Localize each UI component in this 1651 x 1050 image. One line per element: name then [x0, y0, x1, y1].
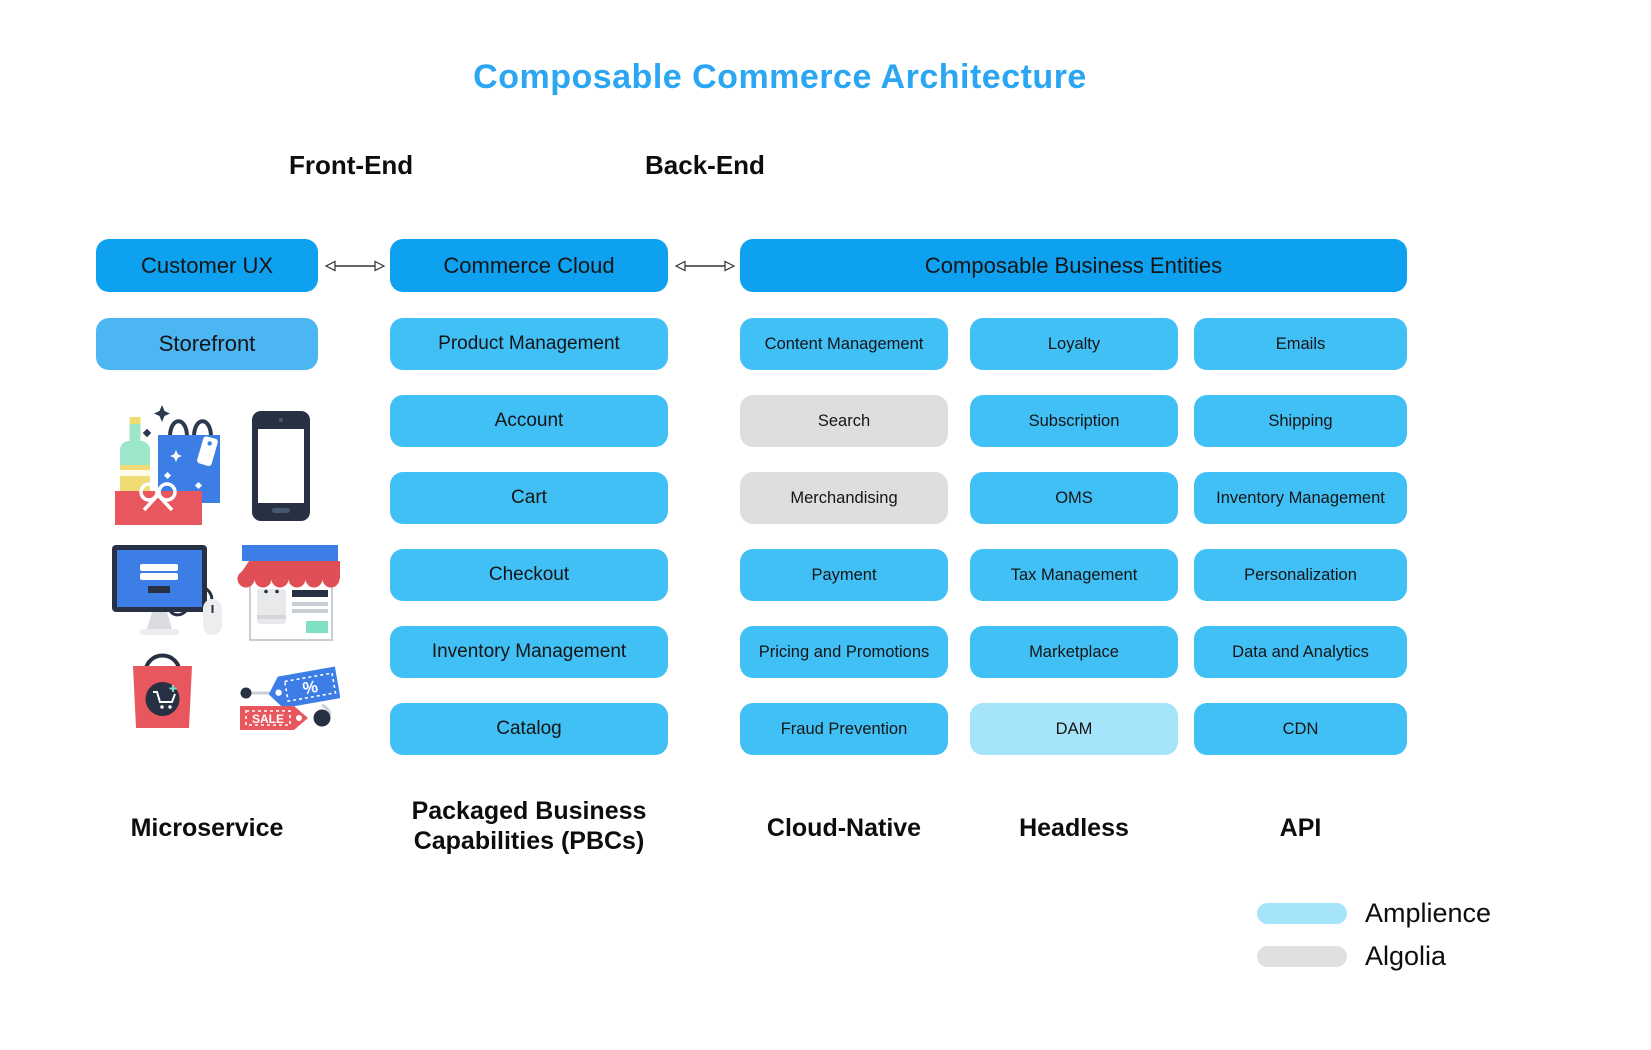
cloud-native-box-algolia: Merchandising: [740, 472, 948, 524]
api-label: API: [1279, 814, 1322, 842]
cloud-native-box-algolia: Search: [740, 395, 948, 447]
pbc-box: Checkout: [390, 549, 668, 601]
pbc-box: Cart: [390, 472, 668, 524]
api-box: Inventory Management: [1194, 472, 1407, 524]
headless-box: Loyalty: [970, 318, 1178, 370]
sale-tag-text: SALE: [252, 712, 284, 726]
headless-box: OMS: [970, 472, 1178, 524]
legend-row-amplience: Amplience: [1257, 898, 1491, 929]
shopping-bag-icon: [133, 653, 192, 728]
legend-row-algolia: Algolia: [1257, 941, 1446, 972]
headless-label: Headless: [1019, 814, 1129, 842]
pbc-box: Inventory Management: [390, 626, 668, 678]
pbc-label-line2: Capabilities (PBCs): [413, 827, 645, 855]
back-end-label: Back-End: [645, 150, 765, 180]
pbc-box: Account: [390, 395, 668, 447]
headless-box: Tax Management: [970, 549, 1178, 601]
api-box: Emails: [1194, 318, 1407, 370]
desktop-monitor-icon: [112, 545, 222, 635]
bidirectional-arrow-icon: [671, 258, 739, 274]
smartphone-icon: [252, 411, 310, 521]
cloud-native-label: Cloud-Native: [766, 814, 922, 842]
composable-business-entities-box: Composable Business Entities: [740, 239, 1407, 292]
pbc-label: Packaged Business Capabilities (PBCs): [380, 796, 678, 856]
storefront-shop-icon: [237, 545, 340, 641]
headless-box: Marketplace: [970, 626, 1178, 678]
api-box: Data and Analytics: [1194, 626, 1407, 678]
customer-ux-box: Customer UX: [96, 239, 318, 292]
amplience-legend-swatch: [1257, 903, 1347, 924]
storefront-box: Storefront: [96, 318, 318, 370]
headless-box: Subscription: [970, 395, 1178, 447]
discount-percent-text: %: [301, 677, 319, 698]
gift-shopping-icon: [115, 405, 220, 525]
pbc-box: Product Management: [390, 318, 668, 370]
front-end-label: Front-End: [289, 150, 414, 180]
price-tags-icon: % SALE: [240, 666, 340, 730]
cloud-native-box: Fraud Prevention: [740, 703, 948, 755]
amplience-legend-label: Amplience: [1365, 898, 1492, 928]
microservice-illustrations: % SALE: [100, 403, 340, 733]
api-box: CDN: [1194, 703, 1407, 755]
cloud-native-box: Content Management: [740, 318, 948, 370]
algolia-legend-swatch: [1257, 946, 1347, 967]
headless-box-amplience: DAM: [970, 703, 1178, 755]
microservice-label: Microservice: [130, 814, 284, 842]
cloud-native-box: Payment: [740, 549, 948, 601]
commerce-cloud-box: Commerce Cloud: [390, 239, 668, 292]
api-box: Shipping: [1194, 395, 1407, 447]
pbc-label-line1: Packaged Business: [411, 797, 647, 825]
bidirectional-arrow-icon: [321, 258, 389, 274]
algolia-legend-label: Algolia: [1365, 941, 1447, 971]
page-title: Composable Commerce Architecture: [473, 58, 1087, 96]
api-box: Personalization: [1194, 549, 1407, 601]
pbc-box: Catalog: [390, 703, 668, 755]
cloud-native-box: Pricing and Promotions: [740, 626, 948, 678]
